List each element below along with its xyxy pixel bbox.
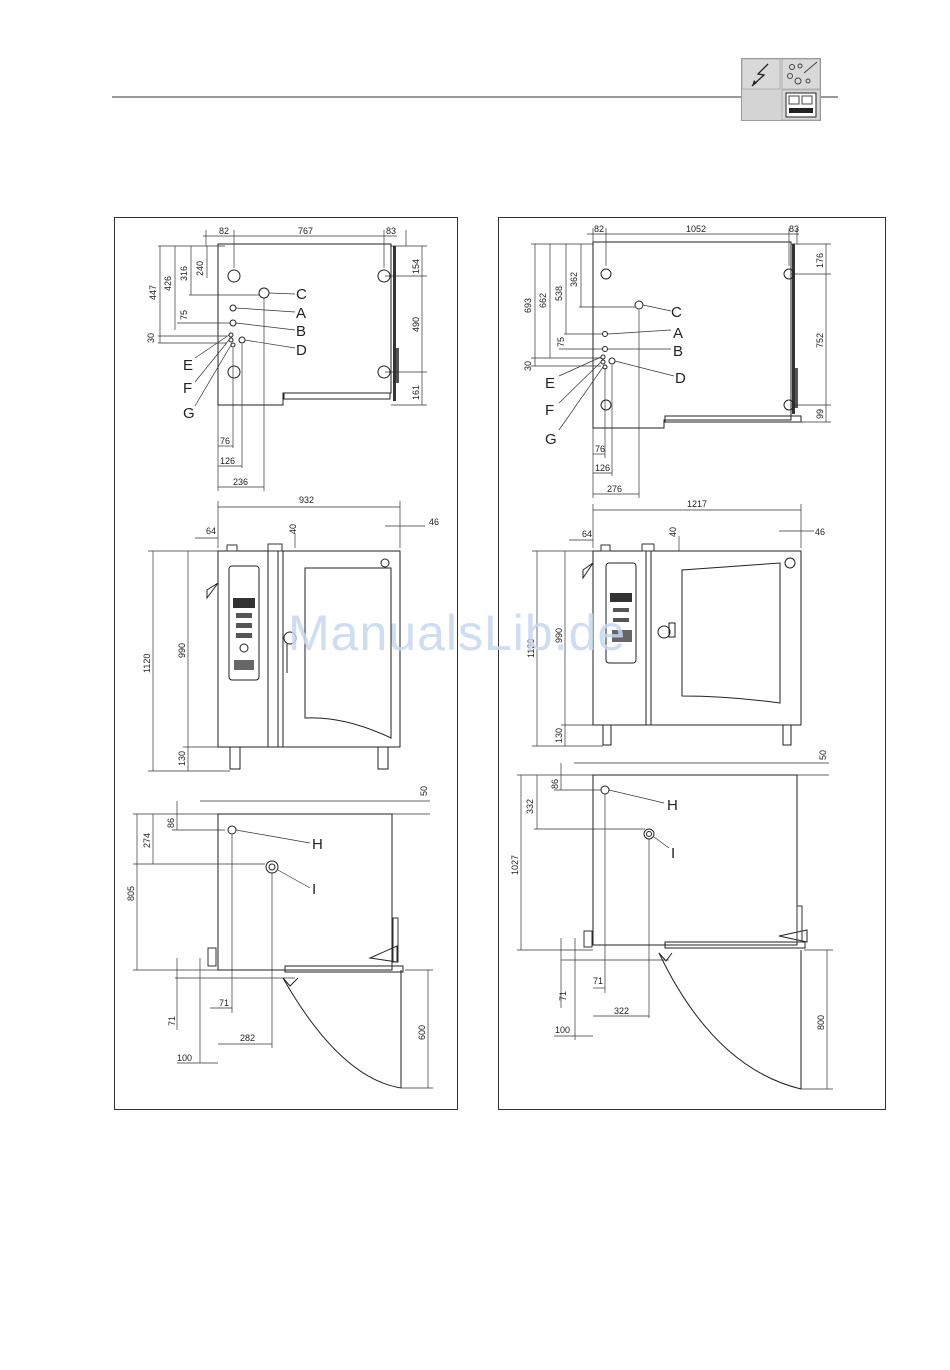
left-dim-600: 600 xyxy=(417,1025,427,1040)
right-top-view: 82 1052 83 693 662 538 362 75 30 xyxy=(523,224,831,498)
right-dim-82: 82 xyxy=(594,224,604,234)
right-dim-83: 83 xyxy=(789,224,799,234)
right-label-G: G xyxy=(545,431,557,448)
right-dim-1052: 1052 xyxy=(686,224,706,234)
left-dim-274: 274 xyxy=(142,833,152,848)
left-top-view: 82 767 83 447 426 316 240 75 30 15 xyxy=(146,226,427,491)
right-dim-276: 276 xyxy=(607,484,622,494)
left-dim-50: 50 xyxy=(419,786,429,796)
left-dim-82: 82 xyxy=(219,226,229,236)
right-dim-86: 86 xyxy=(550,779,560,789)
left-dim-30: 30 xyxy=(146,333,156,343)
right-dim-64: 64 xyxy=(582,529,592,539)
right-label-I: I xyxy=(671,845,675,862)
right-label-A: A xyxy=(673,325,683,342)
right-dim-662: 662 xyxy=(538,293,548,308)
left-dim-161: 161 xyxy=(411,385,421,400)
left-side-view: 50 H I 805 274 8 xyxy=(126,786,433,1088)
left-dim-154: 154 xyxy=(411,259,421,274)
left-dim-64: 64 xyxy=(206,526,216,536)
left-dim-426: 426 xyxy=(163,276,173,291)
left-dim-130: 130 xyxy=(177,751,187,766)
right-dim-1217: 1217 xyxy=(687,499,707,509)
right-side-view: 50 H I 1027 332 86 xyxy=(510,750,833,1089)
right-dim-322: 322 xyxy=(614,1006,629,1016)
left-dim-40: 40 xyxy=(288,524,298,534)
right-dim-800: 800 xyxy=(816,1015,826,1030)
right-label-H: H xyxy=(667,797,678,814)
right-label-B: B xyxy=(673,343,683,360)
right-dim-1027: 1027 xyxy=(510,855,520,875)
right-dim-71: 71 xyxy=(558,991,568,1001)
left-dim-71: 71 xyxy=(167,1016,177,1026)
right-dim-30: 30 xyxy=(523,361,533,371)
left-dim-75: 75 xyxy=(179,310,189,320)
right-dim-126: 126 xyxy=(595,463,610,473)
left-dim-1120: 1120 xyxy=(142,654,152,673)
right-dim-71b: 71 xyxy=(593,976,603,986)
right-dim-130: 130 xyxy=(554,728,564,743)
left-label-B: B xyxy=(296,323,306,340)
left-label-A: A xyxy=(296,305,306,322)
left-dim-316: 316 xyxy=(179,266,189,281)
left-dim-86: 86 xyxy=(166,818,176,828)
header-icon-block xyxy=(741,58,821,121)
left-label-H: H xyxy=(312,836,323,853)
left-dim-71b: 71 xyxy=(219,998,229,1008)
left-dim-83: 83 xyxy=(386,226,396,236)
right-dim-332: 332 xyxy=(525,799,535,814)
left-dim-76: 76 xyxy=(220,436,230,446)
left-label-G: G xyxy=(183,405,195,422)
right-label-E: E xyxy=(545,375,555,392)
left-dim-990: 990 xyxy=(177,643,187,658)
right-dim-75: 75 xyxy=(556,337,566,347)
right-dim-40: 40 xyxy=(668,527,678,537)
right-label-C: C xyxy=(671,304,682,321)
left-panel: 82 767 83 447 426 316 240 75 30 15 xyxy=(114,217,458,1110)
watermark-text: ManualsLib.de xyxy=(288,604,626,662)
right-dim-693: 693 xyxy=(523,298,533,313)
right-dim-76: 76 xyxy=(595,444,605,454)
right-dim-50: 50 xyxy=(818,750,828,760)
left-dim-126: 126 xyxy=(220,456,235,466)
right-panel: 82 1052 83 693 662 538 362 75 30 xyxy=(498,217,886,1110)
left-label-D: D xyxy=(296,342,307,359)
left-dim-100: 100 xyxy=(177,1053,192,1063)
right-dim-362: 362 xyxy=(569,272,579,287)
left-dim-490: 490 xyxy=(411,317,421,332)
header-rule xyxy=(112,96,838,98)
left-dim-236: 236 xyxy=(233,477,248,487)
right-dim-46: 46 xyxy=(815,527,825,537)
left-dim-240: 240 xyxy=(195,261,205,276)
right-dim-176: 176 xyxy=(815,253,825,268)
right-label-F: F xyxy=(545,402,554,419)
left-dim-282: 282 xyxy=(240,1033,255,1043)
left-label-I: I xyxy=(312,881,316,898)
right-dim-752: 752 xyxy=(815,333,825,348)
left-label-E: E xyxy=(183,357,193,374)
left-dim-447: 447 xyxy=(148,285,158,300)
right-dim-100: 100 xyxy=(555,1025,570,1035)
installation-icon xyxy=(786,93,816,117)
right-dim-538: 538 xyxy=(554,286,564,301)
left-label-C: C xyxy=(296,286,307,303)
left-dim-805: 805 xyxy=(126,886,136,901)
right-label-D: D xyxy=(675,370,686,387)
left-dim-932: 932 xyxy=(299,495,314,505)
left-dim-46: 46 xyxy=(429,517,439,527)
right-dim-99: 99 xyxy=(815,409,825,419)
left-label-F: F xyxy=(183,380,192,397)
left-dim-767: 767 xyxy=(298,226,313,236)
